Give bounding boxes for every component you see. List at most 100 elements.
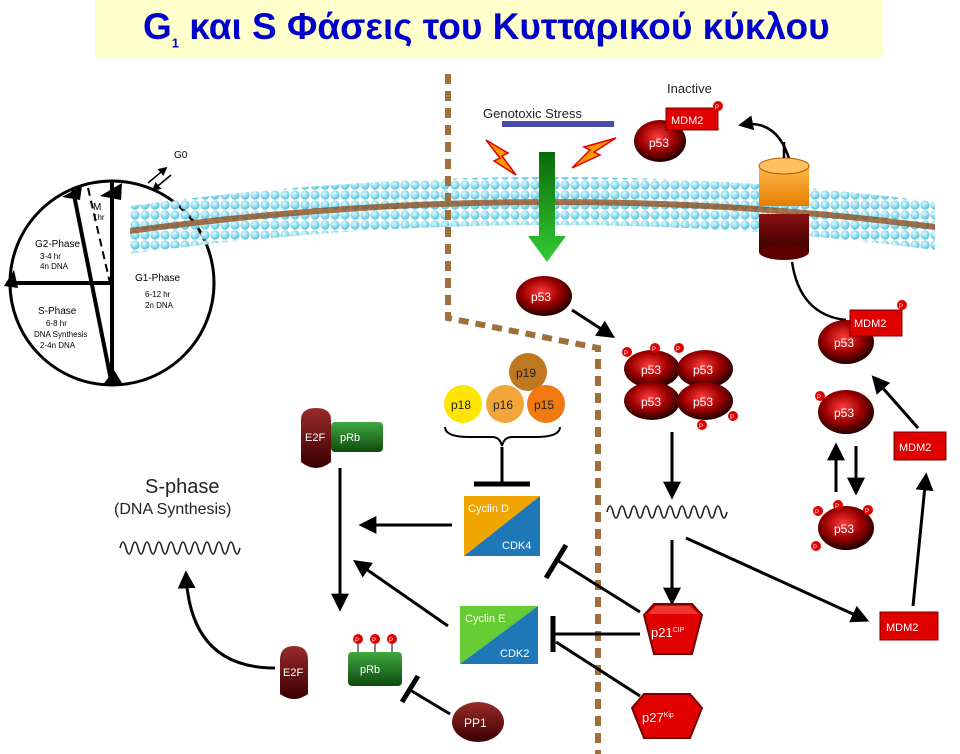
cyclin-d-cdk4-complex: Cyclin D CDK4 bbox=[464, 496, 540, 556]
p53-cyto-label: p53 bbox=[531, 290, 551, 304]
label-labels-p: P bbox=[389, 638, 393, 644]
mdm2-mid-label: MDM2 bbox=[899, 442, 931, 454]
inactive-p53-label: p53 bbox=[649, 136, 669, 150]
p21-hexagon bbox=[642, 603, 704, 655]
dna-strand-left bbox=[119, 541, 241, 555]
signal-arrow bbox=[528, 152, 566, 262]
genotoxic-stress-label: Genotoxic Stress bbox=[483, 106, 582, 121]
label-labels-p: P bbox=[815, 510, 819, 516]
export-arrow bbox=[738, 115, 792, 163]
label-labels-cdk2: CDK2 bbox=[500, 648, 529, 660]
g0-label: G0 bbox=[174, 150, 188, 161]
pp1-label: PP1 bbox=[464, 716, 487, 730]
label-labels-p: P bbox=[355, 638, 359, 644]
p21-inhibit-cdk4-line bbox=[556, 558, 641, 614]
phospho-prb: pRb P P P bbox=[348, 634, 402, 686]
label-labels-p: P bbox=[813, 545, 817, 551]
label-labels-p: P bbox=[699, 424, 703, 430]
label-labels-p53: p53 bbox=[834, 336, 854, 350]
s-phase-dna: 2-4n DNA bbox=[40, 341, 76, 350]
dna-strand-right bbox=[606, 505, 728, 519]
p53-phos-bottom-ball bbox=[818, 506, 874, 550]
inactive-mdm2-label: MDM2 bbox=[671, 115, 703, 127]
s-phase-label: S-Phase bbox=[38, 306, 77, 317]
label-labels-p53: p53 bbox=[641, 363, 661, 377]
nuclear-boundary bbox=[445, 74, 601, 754]
ink4-cluster: p19 p18 p16 p15 bbox=[444, 353, 565, 487]
label-labels-p53: p53 bbox=[693, 395, 713, 409]
label-labels-p16: p16 bbox=[493, 398, 513, 412]
label-labels-e2f: E2F bbox=[283, 667, 303, 679]
g2-phase-label: G2-Phase bbox=[35, 239, 80, 250]
cell-cycle-diagram: M 1hr G2-Phase 3-4 hr 4n DNA S-Phase 6-8… bbox=[4, 150, 216, 387]
label-labels-p27: p27 bbox=[642, 710, 664, 725]
free-e2f: E2F bbox=[280, 646, 308, 699]
label-labels-p19: p19 bbox=[516, 366, 536, 380]
g1-phase-dna: 2n DNA bbox=[145, 301, 174, 310]
label-labels-p18: p18 bbox=[451, 398, 471, 412]
label-labels-cyclin_e: Cyclin E bbox=[465, 613, 505, 625]
p53-to-tetramer-arrow bbox=[571, 308, 616, 338]
s-phase-title: S-phase bbox=[145, 476, 220, 498]
label-labels-prb: pRb bbox=[360, 664, 380, 676]
lightning-left-icon bbox=[485, 139, 517, 176]
label-labels-p27_sup: Kip bbox=[664, 712, 674, 719]
mdm2-up-arrow bbox=[911, 472, 934, 607]
label-labels-cyclin_d: Cyclin D bbox=[468, 503, 509, 515]
label-labels-p21_sup: CIP bbox=[673, 627, 685, 634]
label-labels-p: P bbox=[715, 105, 719, 111]
page-title: G1 και S Φάσεις του Κυτταρικού κύκλου bbox=[143, 6, 830, 51]
mdm2-mid-box bbox=[893, 431, 947, 461]
s-phase-desc: DNA Synthesis bbox=[34, 330, 87, 339]
p27-label: p27Kip bbox=[642, 710, 674, 725]
cdk2-to-rb-arrow bbox=[353, 559, 449, 628]
p27-inhibit-cdk2-line bbox=[555, 640, 641, 698]
mdm2-bottom-box bbox=[879, 611, 939, 641]
title-banner: G1 και S Φάσεις του Κυτταρικού κύκλου bbox=[95, 0, 883, 57]
label-labels-p: P bbox=[624, 351, 628, 357]
p53-phos-ball bbox=[818, 390, 874, 434]
label-labels-p: P bbox=[835, 504, 839, 510]
label-labels-p: P bbox=[865, 509, 869, 515]
p53-tetramer: p53 p53 p53 p53 P P P P P bbox=[622, 343, 738, 430]
label-labels-e2f: E2F bbox=[305, 432, 325, 444]
g2-phase-dna: 4n DNA bbox=[40, 262, 69, 271]
label-labels-cdk4: CDK4 bbox=[502, 540, 531, 552]
g1-phase-time: 6-12 hr bbox=[145, 290, 171, 299]
g2-phase-time: 3-4 hr bbox=[40, 252, 61, 261]
p53-cyto-ball bbox=[516, 276, 572, 316]
dna-to-mdm2-arrow bbox=[685, 536, 870, 623]
label-labels-p: P bbox=[899, 304, 903, 310]
label-labels-p21: p21 bbox=[651, 625, 673, 640]
pp1-ball bbox=[452, 702, 504, 742]
stress-bar bbox=[502, 121, 614, 127]
label-labels-p: P bbox=[730, 415, 734, 421]
label-labels-p: P bbox=[652, 347, 656, 353]
membrane-channel bbox=[758, 142, 810, 260]
cyclin-e-cdk2-complex: Cyclin E CDK2 bbox=[460, 606, 538, 664]
mdm2-complex-box bbox=[849, 309, 903, 337]
g1-phase-label: G1-Phase bbox=[135, 273, 180, 284]
label-labels-p53: p53 bbox=[693, 363, 713, 377]
label-labels-p: P bbox=[817, 395, 821, 401]
lightning-right-icon bbox=[571, 137, 617, 169]
cell-membrane bbox=[130, 176, 935, 254]
inactive-mdm2-box bbox=[665, 107, 719, 131]
label-labels-p: P bbox=[372, 638, 376, 644]
label-labels-p15: p15 bbox=[534, 398, 554, 412]
label-labels-p: P bbox=[676, 347, 680, 353]
m-phase-time: 1hr bbox=[93, 213, 105, 222]
e2f-prb-complex: E2F pRb bbox=[301, 408, 383, 468]
pp1-inhibit-line bbox=[409, 688, 451, 716]
channel-link-line bbox=[790, 261, 847, 322]
p27-hexagon bbox=[630, 693, 704, 739]
label-labels-p53: p53 bbox=[834, 406, 854, 420]
mdm2-bottom-label: MDM2 bbox=[886, 622, 918, 634]
label-labels-prb: pRb bbox=[340, 432, 360, 444]
e2f-to-sphase-arrow bbox=[177, 570, 276, 670]
inactive-label: Inactive bbox=[667, 81, 712, 96]
label-labels-mdm2: MDM2 bbox=[854, 318, 886, 330]
label-labels-p53: p53 bbox=[834, 522, 854, 536]
label-labels-p53: p53 bbox=[641, 395, 661, 409]
